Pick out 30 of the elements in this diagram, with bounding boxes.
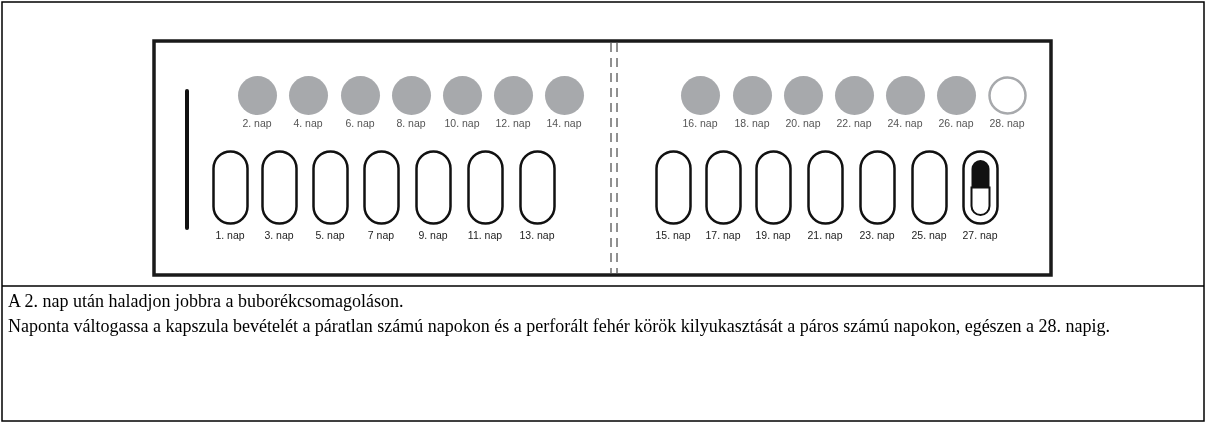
day-label: 3. nap (264, 229, 294, 241)
instruction-text: Naponta váltogassa a kapszula bevételét a páratlan számú napokon és a perforált fehér körök kilyukasztását a páros számú napokon, egészen a 28. napig. (8, 315, 1112, 338)
day-label: 26. nap (938, 117, 974, 129)
day-label: 9. nap (418, 229, 448, 241)
day-label: 8. nap (396, 117, 426, 129)
day-label: 2. nap (242, 117, 272, 129)
day-label: 14. nap (546, 117, 582, 129)
day-label: 25. nap (911, 229, 947, 241)
instruction-text: A 2. nap után haladjon jobbra a buborékcsomagoláson. (8, 290, 405, 313)
day-label: 18. nap (734, 117, 770, 129)
day-label: 4. nap (293, 117, 323, 129)
day-label: 28. nap (989, 117, 1025, 129)
day-label: 11. nap (467, 229, 503, 241)
day-label: 1. nap (215, 229, 245, 241)
day-label: 16. nap (682, 117, 718, 129)
day-label: 15. nap (655, 229, 691, 241)
day-label: 13. nap (519, 229, 555, 241)
day-label: 17. nap (705, 229, 741, 241)
day-label: 7 nap (367, 229, 395, 241)
day-label: 12. nap (495, 117, 531, 129)
day-label: 27. nap (962, 229, 998, 241)
day-label: 22. nap (836, 117, 872, 129)
day-label: 6. nap (345, 117, 375, 129)
day-label: 10. nap (444, 117, 480, 129)
day-label: 23. nap (859, 229, 895, 241)
day-label: 24. nap (887, 117, 923, 129)
day-label: 20. nap (785, 117, 821, 129)
day-label: 5. nap (315, 229, 345, 241)
day-label: 21. nap (807, 229, 843, 241)
day-label: 19. nap (755, 229, 791, 241)
